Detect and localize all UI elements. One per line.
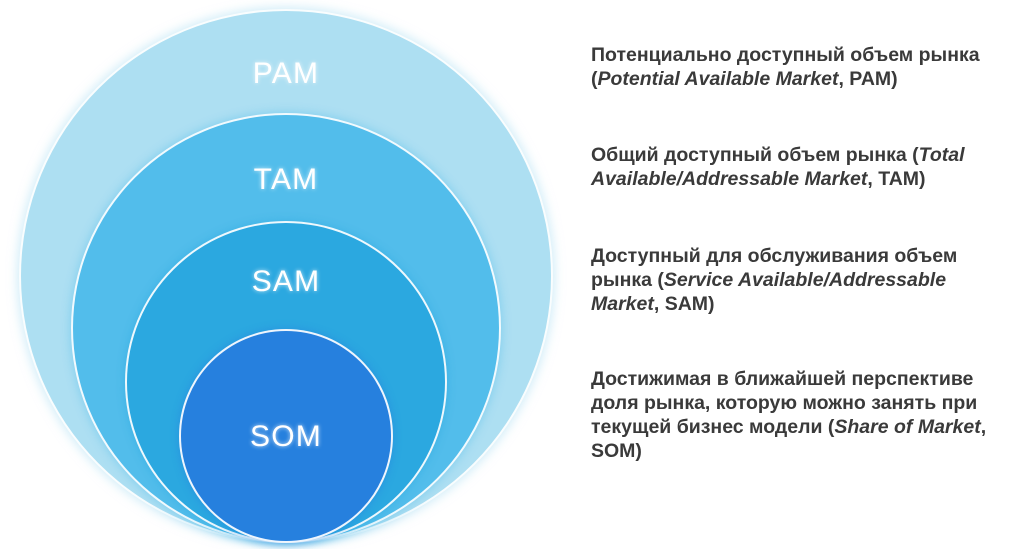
descriptions-list: Потенциально доступный объем рынка (Pote…: [591, 0, 1021, 549]
description-som-ru-before: Достижимая в ближайшей перспективе доля …: [591, 368, 978, 438]
description-tam-ru-before: Общий доступный объем рынка (: [591, 144, 919, 166]
description-sam-ru-before: Доступный для обслуживания объем рынка (: [591, 245, 958, 291]
nested-circles-diagram: PAM TAM SAM SOM: [19, 9, 553, 543]
circle-som: [179, 329, 393, 543]
description-som-ru-after: , SOM): [591, 415, 987, 462]
description-sam: Доступный для обслуживания объем рынка (…: [591, 245, 1019, 317]
circle-label-pam: PAM: [252, 57, 320, 90]
circle-label-sam: SAM: [251, 265, 321, 298]
description-tam-en-italic: Total Available: [591, 144, 965, 190]
description-som-en-italic: Share of Market: [834, 415, 981, 438]
description-tam: Общий доступный объем рынка (Total Avail…: [591, 144, 1019, 192]
circle-label-tam: TAM: [253, 163, 319, 196]
description-tam-en-mid: /Addressable Market: [676, 167, 868, 190]
description-tam-ru-after: , TAM): [867, 167, 926, 190]
description-sam-en-mid: /Addressable Market: [591, 268, 947, 315]
description-som: Достижимая в ближайшей перспективе доля …: [591, 368, 1019, 464]
description-sam-ru-after: , SAM): [653, 292, 715, 315]
description-sam-en-italic: Service Available: [663, 268, 824, 291]
description-pam: Потенциально доступный объем рынка (Pote…: [591, 44, 1019, 92]
description-pam-en-italic: Potential Available Market: [597, 67, 839, 90]
description-pam-ru-before: Потенциально доступный объем рынка (: [591, 44, 980, 90]
description-pam-ru-after: , PAM): [838, 67, 898, 90]
circle-label-som: SOM: [250, 420, 322, 453]
